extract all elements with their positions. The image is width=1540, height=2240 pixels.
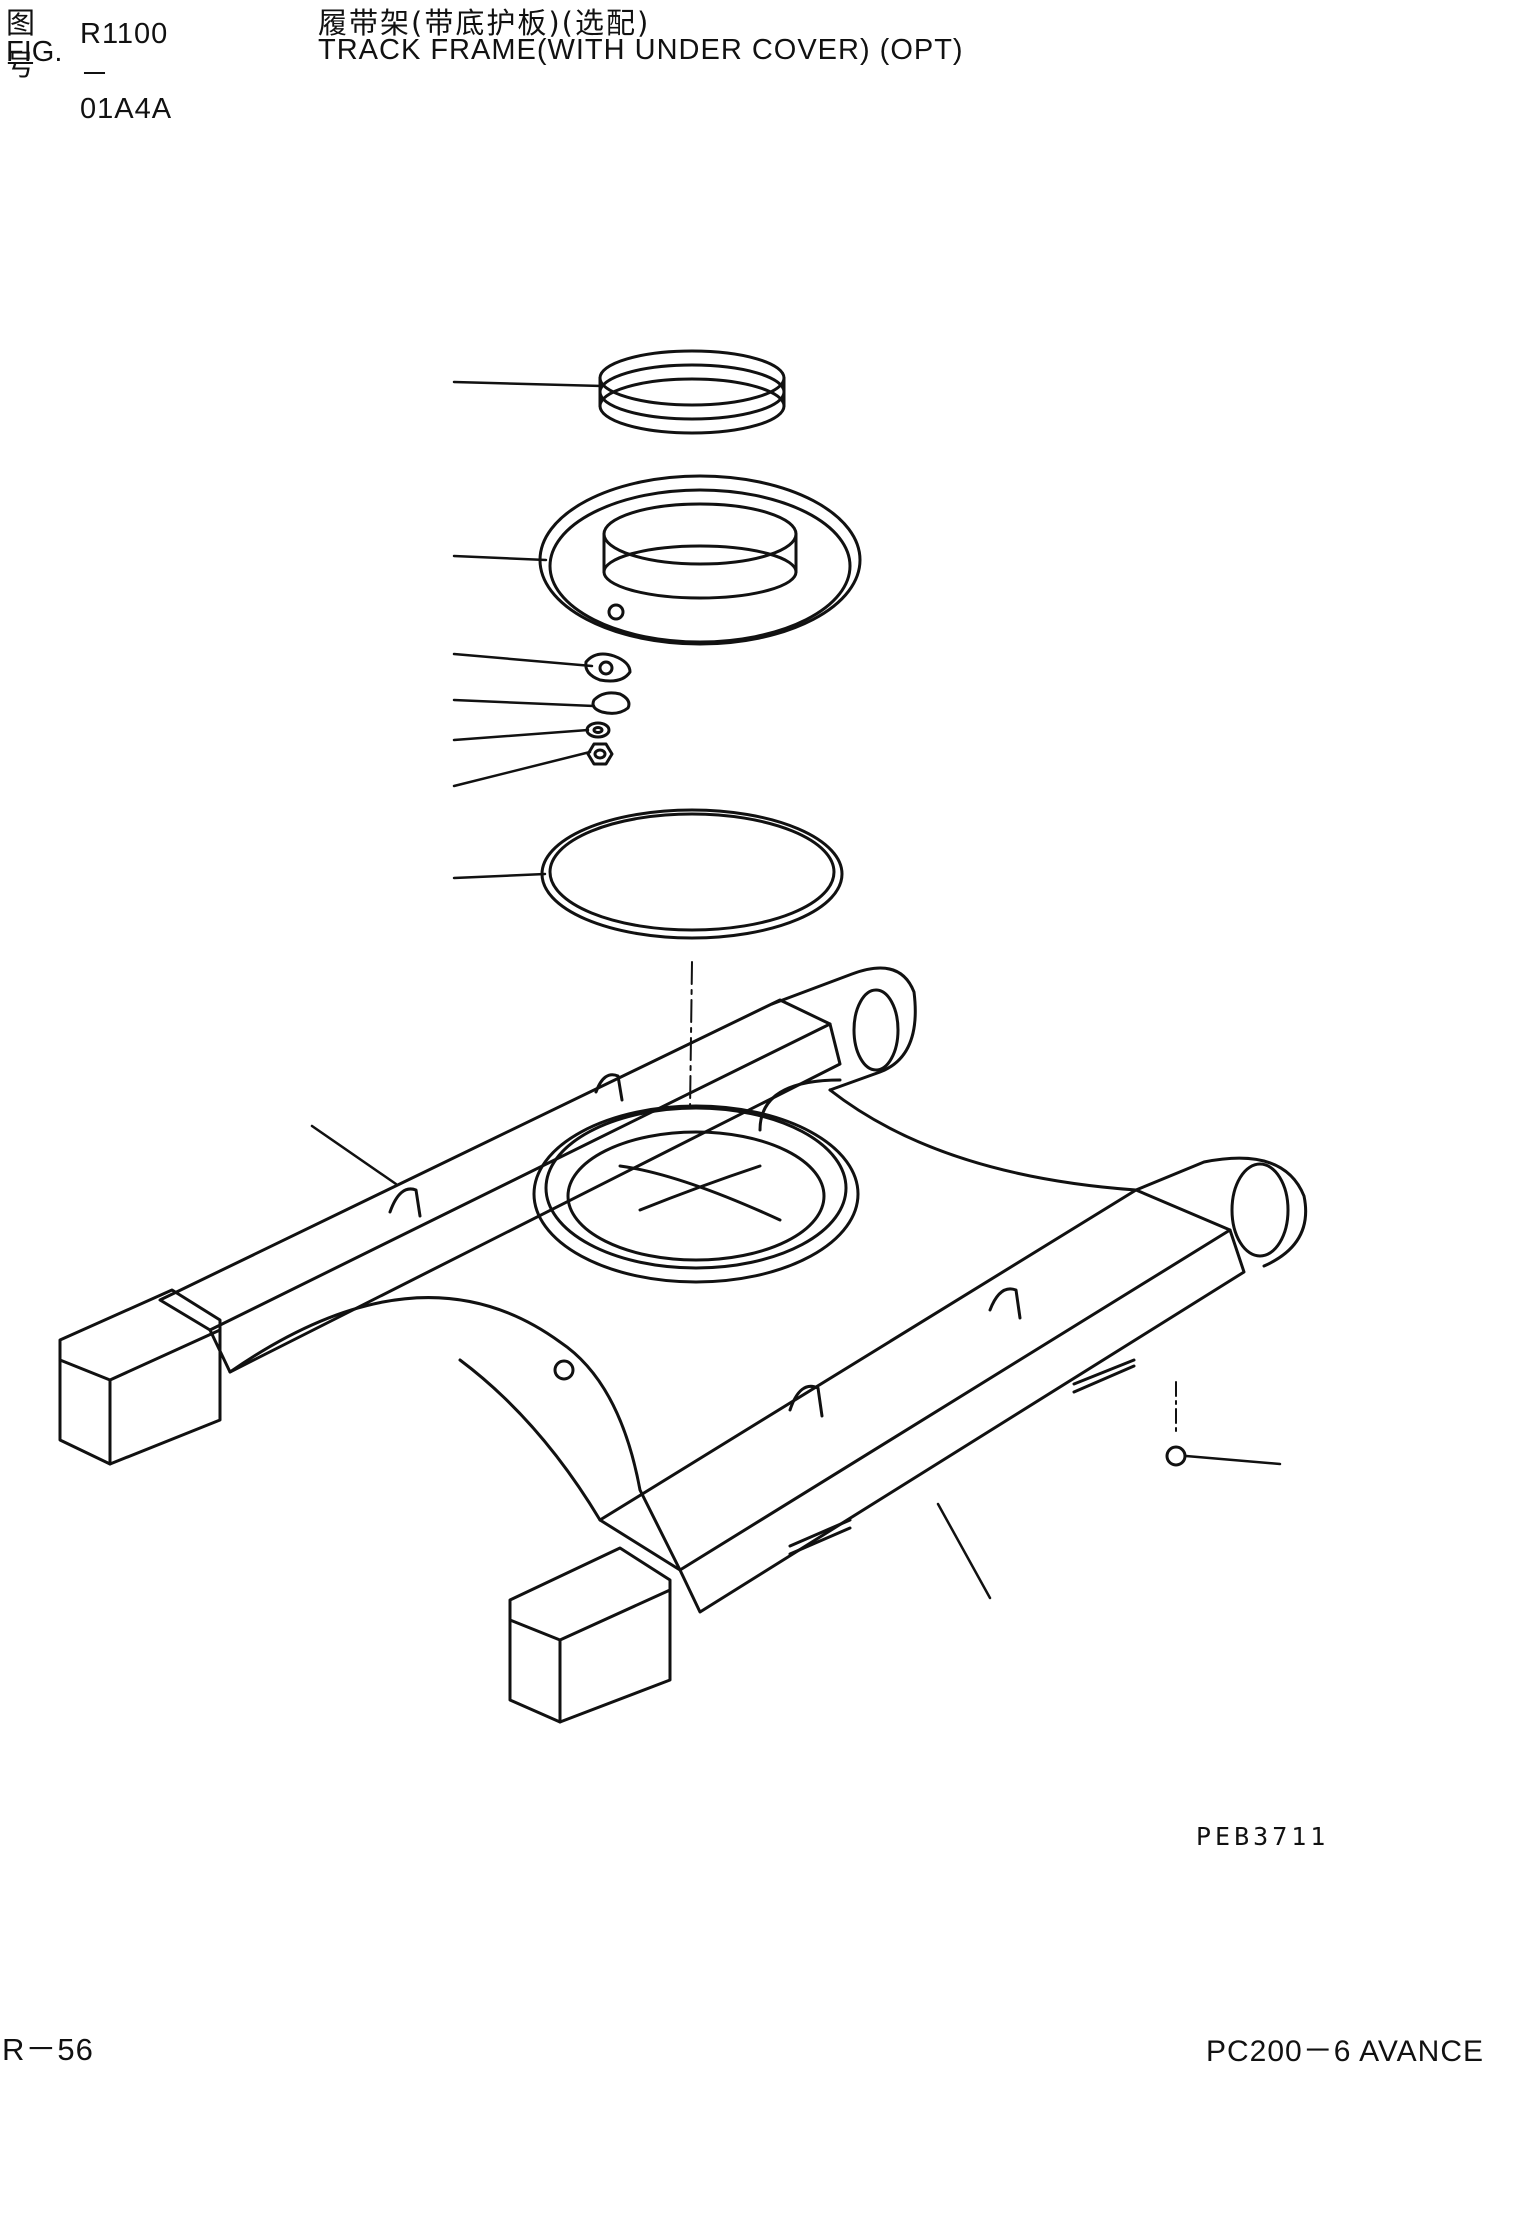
- center-axis: [689, 961, 693, 1111]
- title-cn: 履带架(带底护板)(选配): [318, 6, 651, 40]
- title-en: TRACK FRAME(WITH UNDER COVER) (OPT): [318, 34, 964, 66]
- o-ring: [540, 808, 844, 940]
- nut: [586, 742, 614, 766]
- fig-label-en: FIG.: [6, 36, 63, 68]
- model-name: PC200－6 AVANCE: [1206, 2035, 1485, 2068]
- cover-plate: [538, 474, 862, 646]
- leader-lines: [310, 380, 1282, 1600]
- fig-label-cn: 图号: [6, 6, 37, 82]
- gasket: [584, 652, 632, 683]
- seal-ring: [598, 349, 786, 435]
- small-plate: [591, 691, 631, 715]
- track-frame: [58, 966, 1308, 1724]
- page-number: R－56: [2, 2032, 94, 2067]
- washer: [585, 721, 611, 739]
- fig-number: R1100－01A4A: [80, 18, 173, 125]
- drawing-code: PEB3711: [1196, 1822, 1330, 1851]
